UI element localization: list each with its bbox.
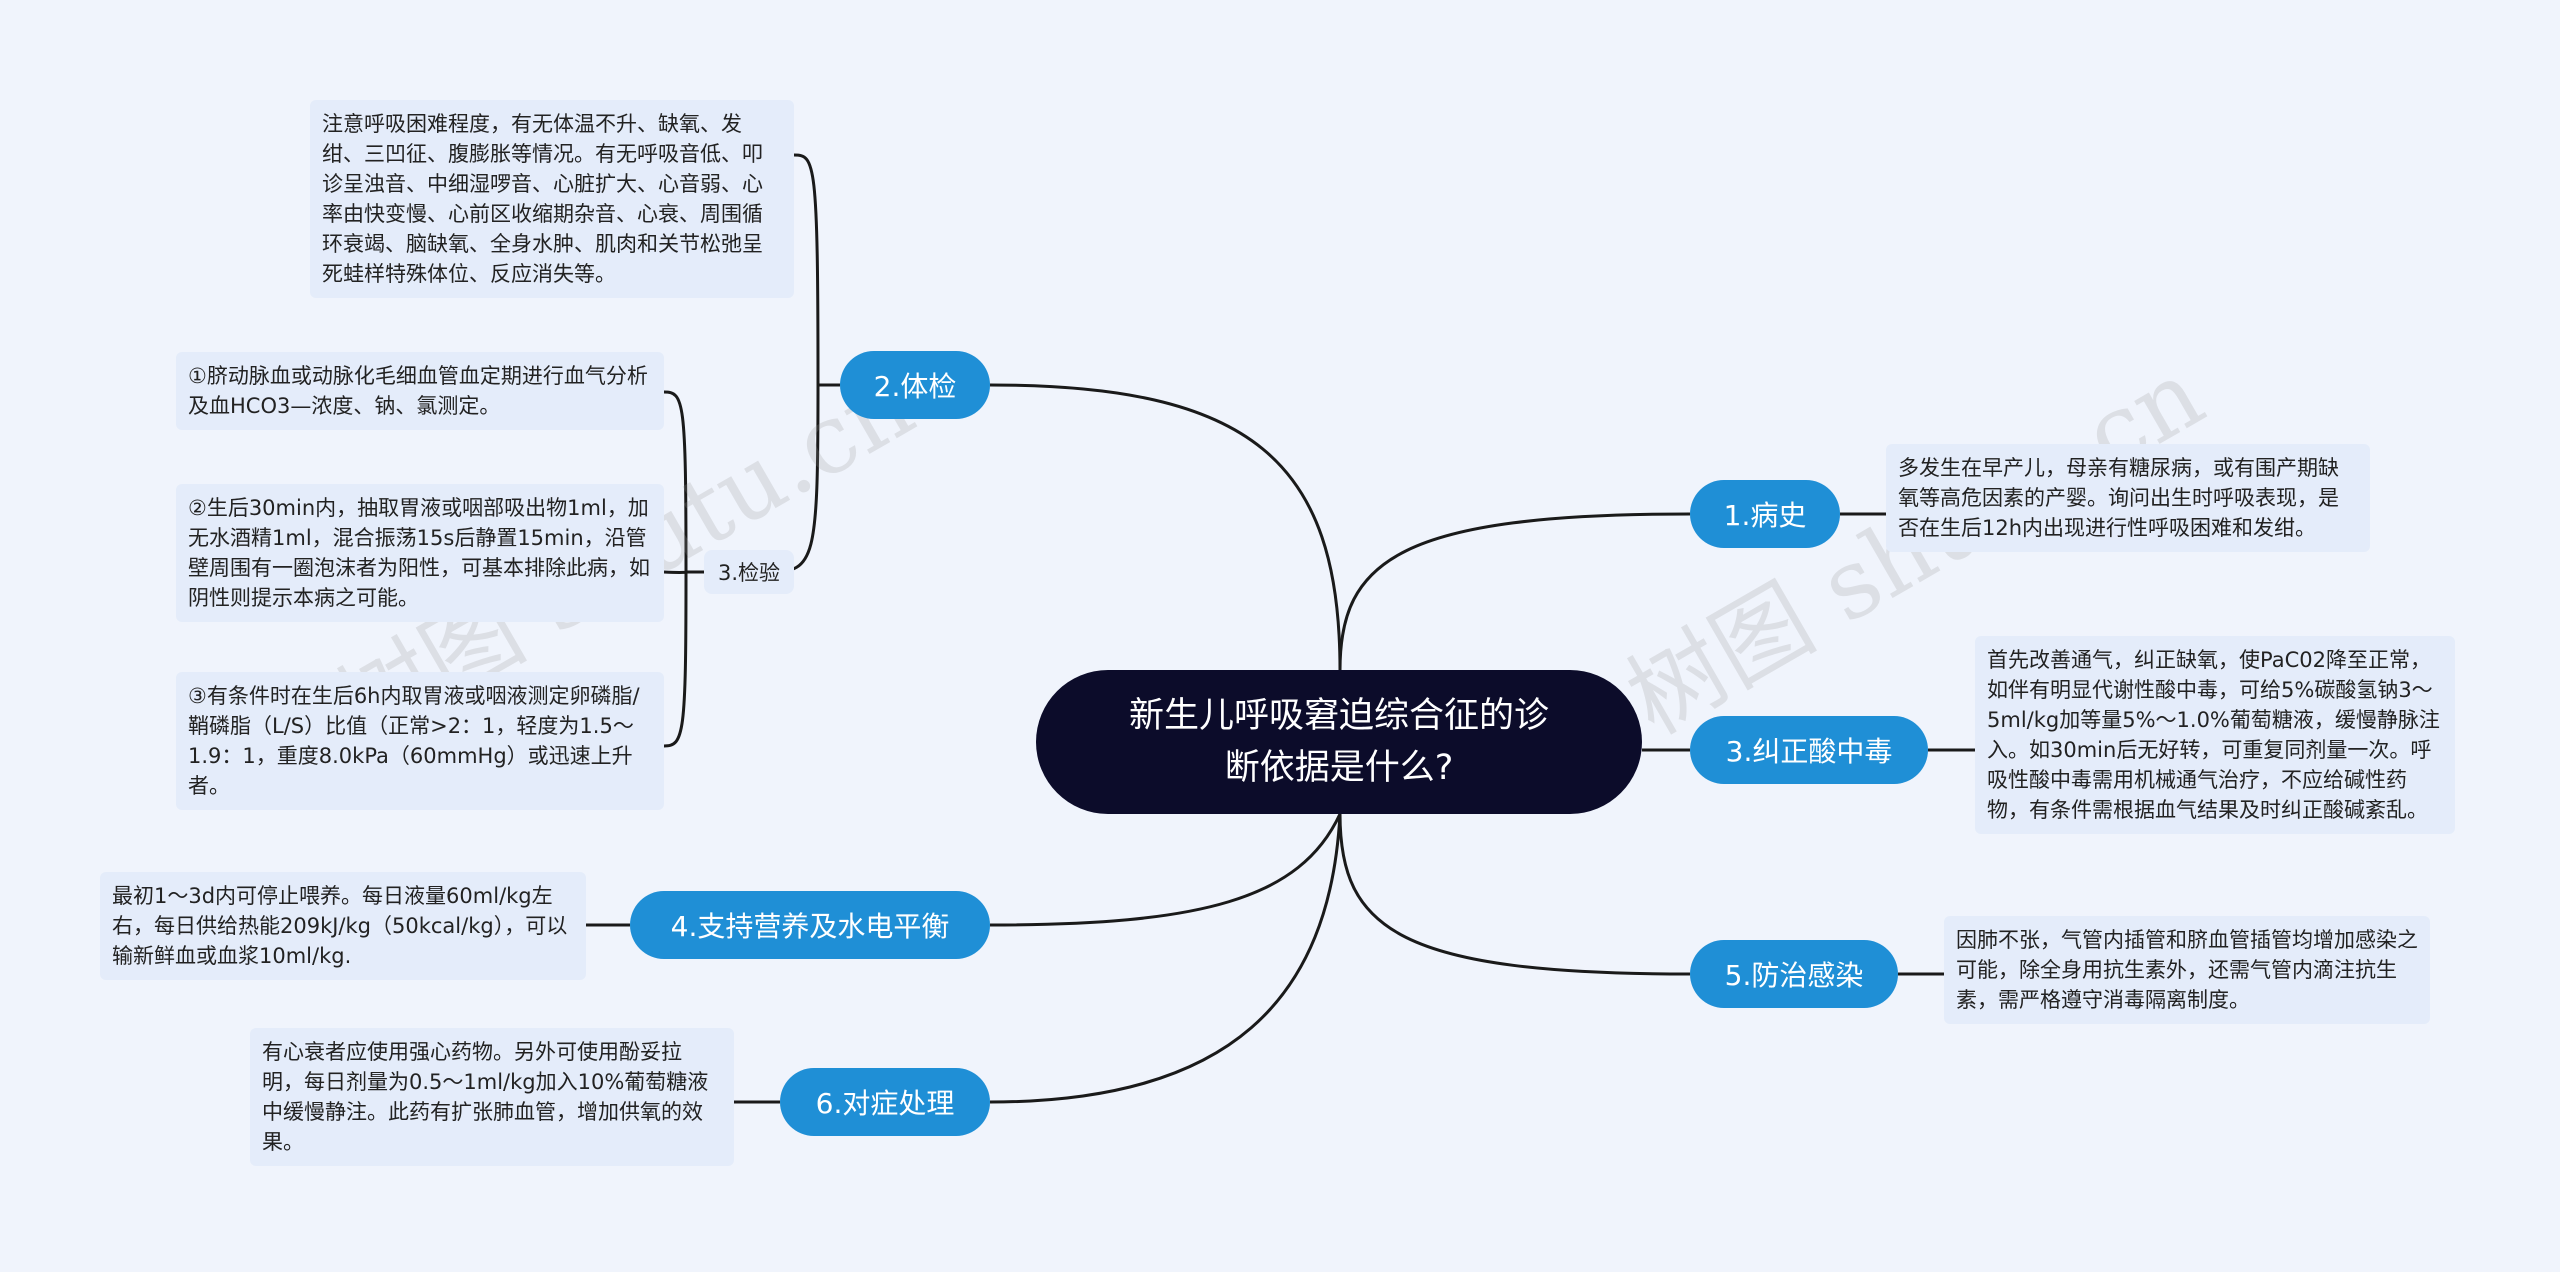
subtopic-jianyan[interactable]: 3.检验 [704,550,794,594]
branch-jiuzheng[interactable]: 3.纠正酸中毒 [1690,716,1928,784]
leaf-jianyan-1: ①脐动脉血或动脉化毛细血管血定期进行血气分析及血HCO3—浓度、钠、氯测定。 [176,352,664,430]
branch-tijian[interactable]: 2.体检 [840,351,990,419]
root-topic[interactable]: 新生儿呼吸窘迫综合征的诊断依据是什么? [1036,670,1642,814]
branch-bingshi[interactable]: 1.病史 [1690,480,1840,548]
leaf-ganran: 因肺不张，气管内插管和脐血管插管均增加感染之可能，除全身用抗生素外，还需气管内滴… [1944,916,2430,1024]
leaf-bingshi: 多发生在早产儿，母亲有糖尿病，或有围产期缺氧等高危因素的产婴。询问出生时呼吸表现… [1886,444,2370,552]
leaf-jianyan-2: ②生后30min内，抽取胃液或咽部吸出物1ml，加无水酒精1ml，混合振荡15s… [176,484,664,622]
leaf-jianyan-3: ③有条件时在生后6h内取胃液或咽液测定卵磷脂/鞘磷脂（L/S）比值（正常>2：1… [176,672,664,810]
bracket-jianyan [663,390,704,748]
branch-duizheng[interactable]: 6.对症处理 [780,1068,990,1136]
link-root-b5 [1338,813,1691,976]
link-root-b1 [1338,512,1691,671]
link-root-b4 [989,813,1342,927]
leaf-tijian: 注意呼吸困难程度，有无体温不升、缺氧、发绀、三凹征、腹膨胀等情况。有无呼吸音低、… [310,100,794,298]
leaf-jiuzheng: 首先改善通气，纠正缺氧，使PaC02降至正常，如伴有明显代谢性酸中毒，可给5%碳… [1975,636,2455,834]
leaf-duizheng: 有心衰者应使用强心药物。另外可使用酚妥拉明，每日剂量为0.5～1ml/kg加入1… [250,1028,734,1166]
branch-yingyang[interactable]: 4.支持营养及水电平衡 [630,891,990,959]
link-root-b6 [989,813,1342,1104]
branch-ganran[interactable]: 5.防治感染 [1690,940,1898,1008]
leaf-yingyang: 最初1～3d内可停止喂养。每日液量60ml/kg左右，每日供给热能209kJ/k… [100,872,586,980]
root-topic-label: 新生儿呼吸窘迫综合征的诊断依据是什么? [1128,696,1549,788]
link-root-b2 [989,383,1342,671]
